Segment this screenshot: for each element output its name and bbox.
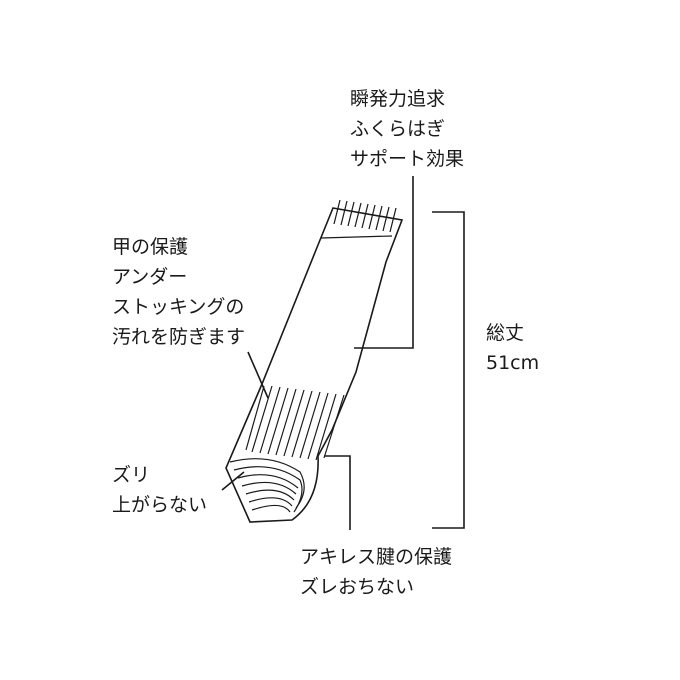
sock-outline [225, 207, 404, 523]
leader-line-slip [221, 471, 245, 491]
leader-line-achilles [324, 455, 351, 530]
leader-line-calf-support [354, 176, 414, 349]
label-total-length: 総丈 51cm [486, 322, 540, 374]
leader-line-instep [247, 351, 269, 399]
length-bracket [432, 211, 465, 529]
label-no-slip-up: ズリ 上がらない [112, 464, 208, 516]
ankle-stripes [245, 385, 345, 461]
cuff-ribbing [320, 199, 397, 239]
label-instep-protection: 甲の保護 アンダー ストッキングの 汚れを防ぎます [112, 236, 246, 348]
label-calf-support: 瞬発力追求 ふくらはぎ サポート効果 [350, 88, 465, 170]
label-achilles-protection: アキレス腱の保護 ズレおちない [300, 546, 453, 598]
heel-stripes [229, 458, 305, 513]
